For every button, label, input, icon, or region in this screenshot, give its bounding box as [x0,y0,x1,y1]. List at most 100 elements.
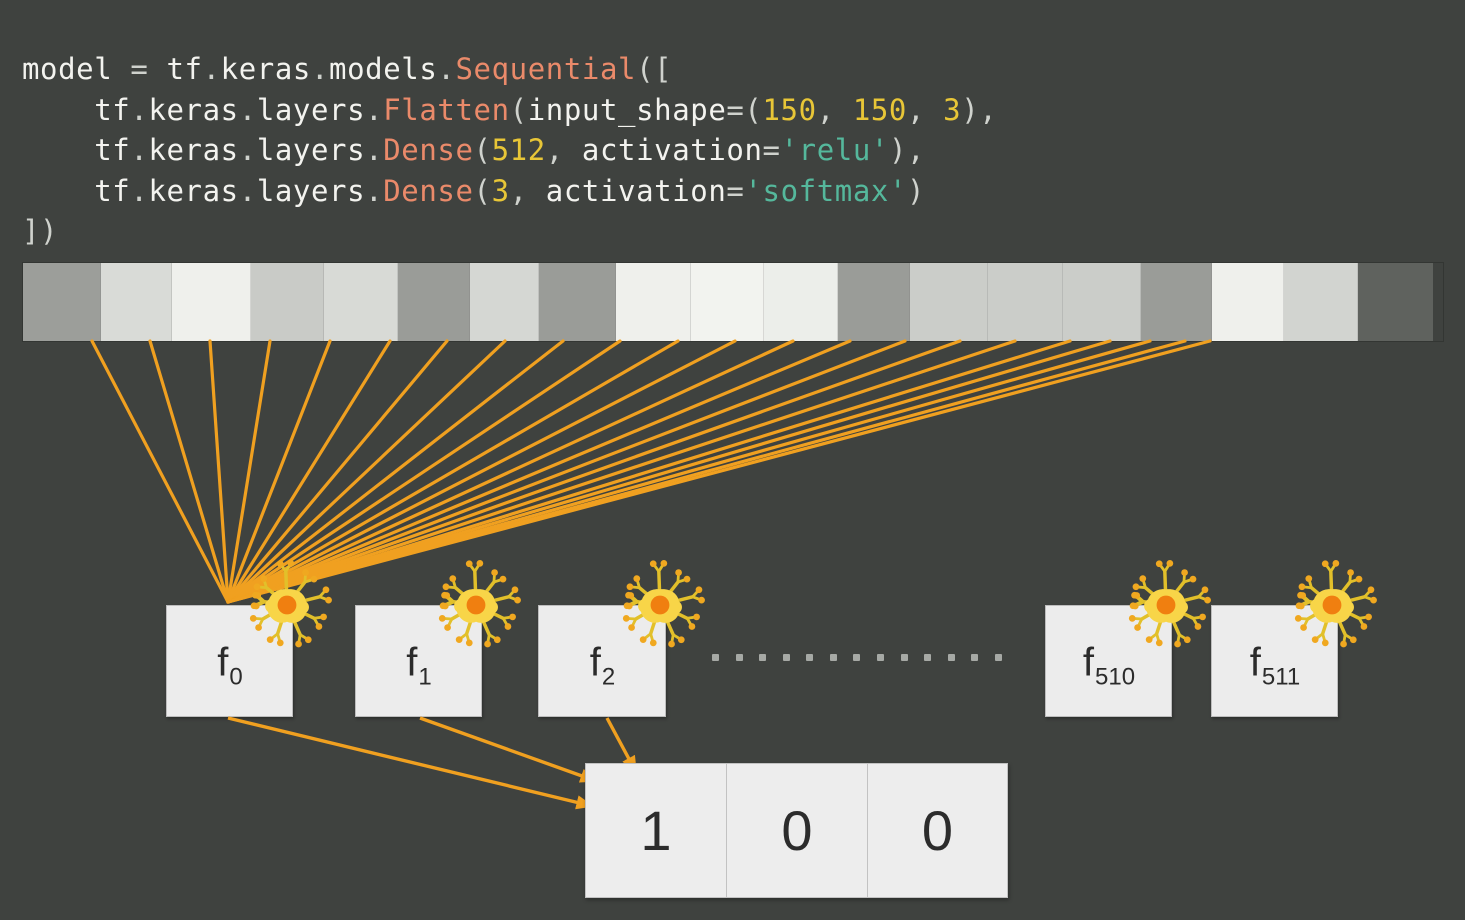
code-token-punct: , [816,92,853,127]
dendrite-terminal [1201,586,1209,594]
dendrite-twig [1343,633,1355,642]
code-token-number: 3 [491,173,510,208]
dendrite-twig [676,577,689,584]
code-block: model = tf.keras.models.Sequential([ tf.… [22,49,1222,252]
code-token-function: Sequential [455,52,637,86]
pixel-cell-0 [23,263,101,341]
fan-line-2 [208,339,230,604]
dendrite-stalk [1329,569,1334,607]
dendrite-twig [507,588,517,599]
code-token-punct: ( [509,92,528,127]
dendrite-stalk [1163,569,1168,607]
dendrite-twig [451,577,457,590]
dendrite-stalk [473,569,478,607]
code-token-punct: . [310,52,330,86]
fan-line-17 [226,339,1072,604]
dendrite-terminal [675,569,682,576]
feature-label-index: 2 [601,663,616,691]
dendrite-stalk [658,595,695,607]
dendrite-twig [473,561,482,573]
f2-label: f2 [539,640,665,690]
code-line-1: tf.keras.layers.Flatten(input_shape=(150… [22,90,1222,131]
code-token-plain: tf [94,173,131,208]
dendrite-twig [298,633,310,642]
code-token-plain: layers [256,92,366,127]
dendrite-twig [1307,577,1313,590]
fan-line-15 [226,339,962,604]
f511-box: f511 [1211,605,1338,717]
code-token-plain: keras [148,92,239,127]
dendrite-terminal [633,575,641,582]
dendrite-terminal [1132,583,1140,591]
dendrite-twig [670,633,675,646]
dendrite-twig [1301,594,1312,604]
fan-line-4 [226,339,332,604]
dendrite-stalk [474,580,496,607]
feature-label-index: 0 [229,663,243,691]
output-cell-2: 0 [867,763,1008,898]
dendrite-twig [1197,595,1209,602]
dendrite-terminal [514,596,521,604]
ellipsis-dot [806,653,814,661]
code-token-plain: layers [256,133,366,167]
code-token-function: Dense [383,173,474,208]
dendrite-twig [501,616,510,628]
dendrite-twig [629,594,640,604]
output-value: 0 [921,799,954,862]
dendrite-stalk [657,569,662,607]
dendrite-twig [1357,615,1371,620]
code-token-plain: tf [94,92,131,127]
code-token-plain: activation [545,173,727,208]
output-cell-1: 0 [726,763,867,898]
dendrite-stalk [264,585,289,607]
dendrite-terminal [322,586,330,594]
dendrite-twig [1176,633,1181,646]
dendrite-twig [254,593,264,603]
dendrite-twig [1157,562,1167,573]
dendrite-terminal [1174,640,1181,648]
dendrite-twig [628,585,641,590]
f2-box: f2 [538,605,666,717]
ellipsis-dot [735,653,743,661]
dendrite-twig [303,571,307,584]
dendrite-terminal [1199,613,1206,621]
code-token-punct: ([ [636,52,673,86]
dendrite-terminal [252,591,259,599]
code-token-punct: ), [888,133,926,167]
code-token-punct: . [238,92,257,127]
f0-box: f0 [166,605,293,717]
f1-box: f1 [355,605,482,717]
dendrite-stalk [474,595,511,607]
code-token-punct: = [130,52,167,86]
ellipsis-dot [900,653,908,661]
dendrite-terminal [1155,560,1163,568]
ellipsis-dot [994,653,1002,661]
code-token-plain: keras [148,173,239,208]
dendrite-terminal [320,613,327,621]
dendrite-terminal [1367,586,1375,594]
output-value: 0 [781,799,813,862]
dendrite-terminal [302,569,309,576]
code-token-function: Dense [383,133,474,167]
ellipsis-dot [877,653,885,661]
dendrite-stalk [637,585,662,607]
dendrite-twig [262,577,268,590]
code-line-4: ]) [22,211,1222,252]
dendrite-twig [318,595,330,602]
dendrite-terminal [688,623,696,630]
fan-line-7 [226,339,507,604]
feature-label-base: f [406,640,418,685]
fan-line-3 [226,339,272,604]
code-token-punct: . [238,173,257,208]
dendrite-terminal [1355,575,1363,583]
fan-line-20 [226,339,1187,604]
code-token-number: 150 [762,92,817,127]
fan-line-12 [226,339,795,604]
dendrite-twig [501,615,515,620]
dendrite-stalk [1164,595,1201,607]
dendrite-twig [691,588,701,599]
fan-line-0 [90,339,230,604]
pixel-cell-10 [764,263,838,341]
dendrite-twig [1191,615,1205,620]
dendrite-terminal [1181,569,1188,576]
